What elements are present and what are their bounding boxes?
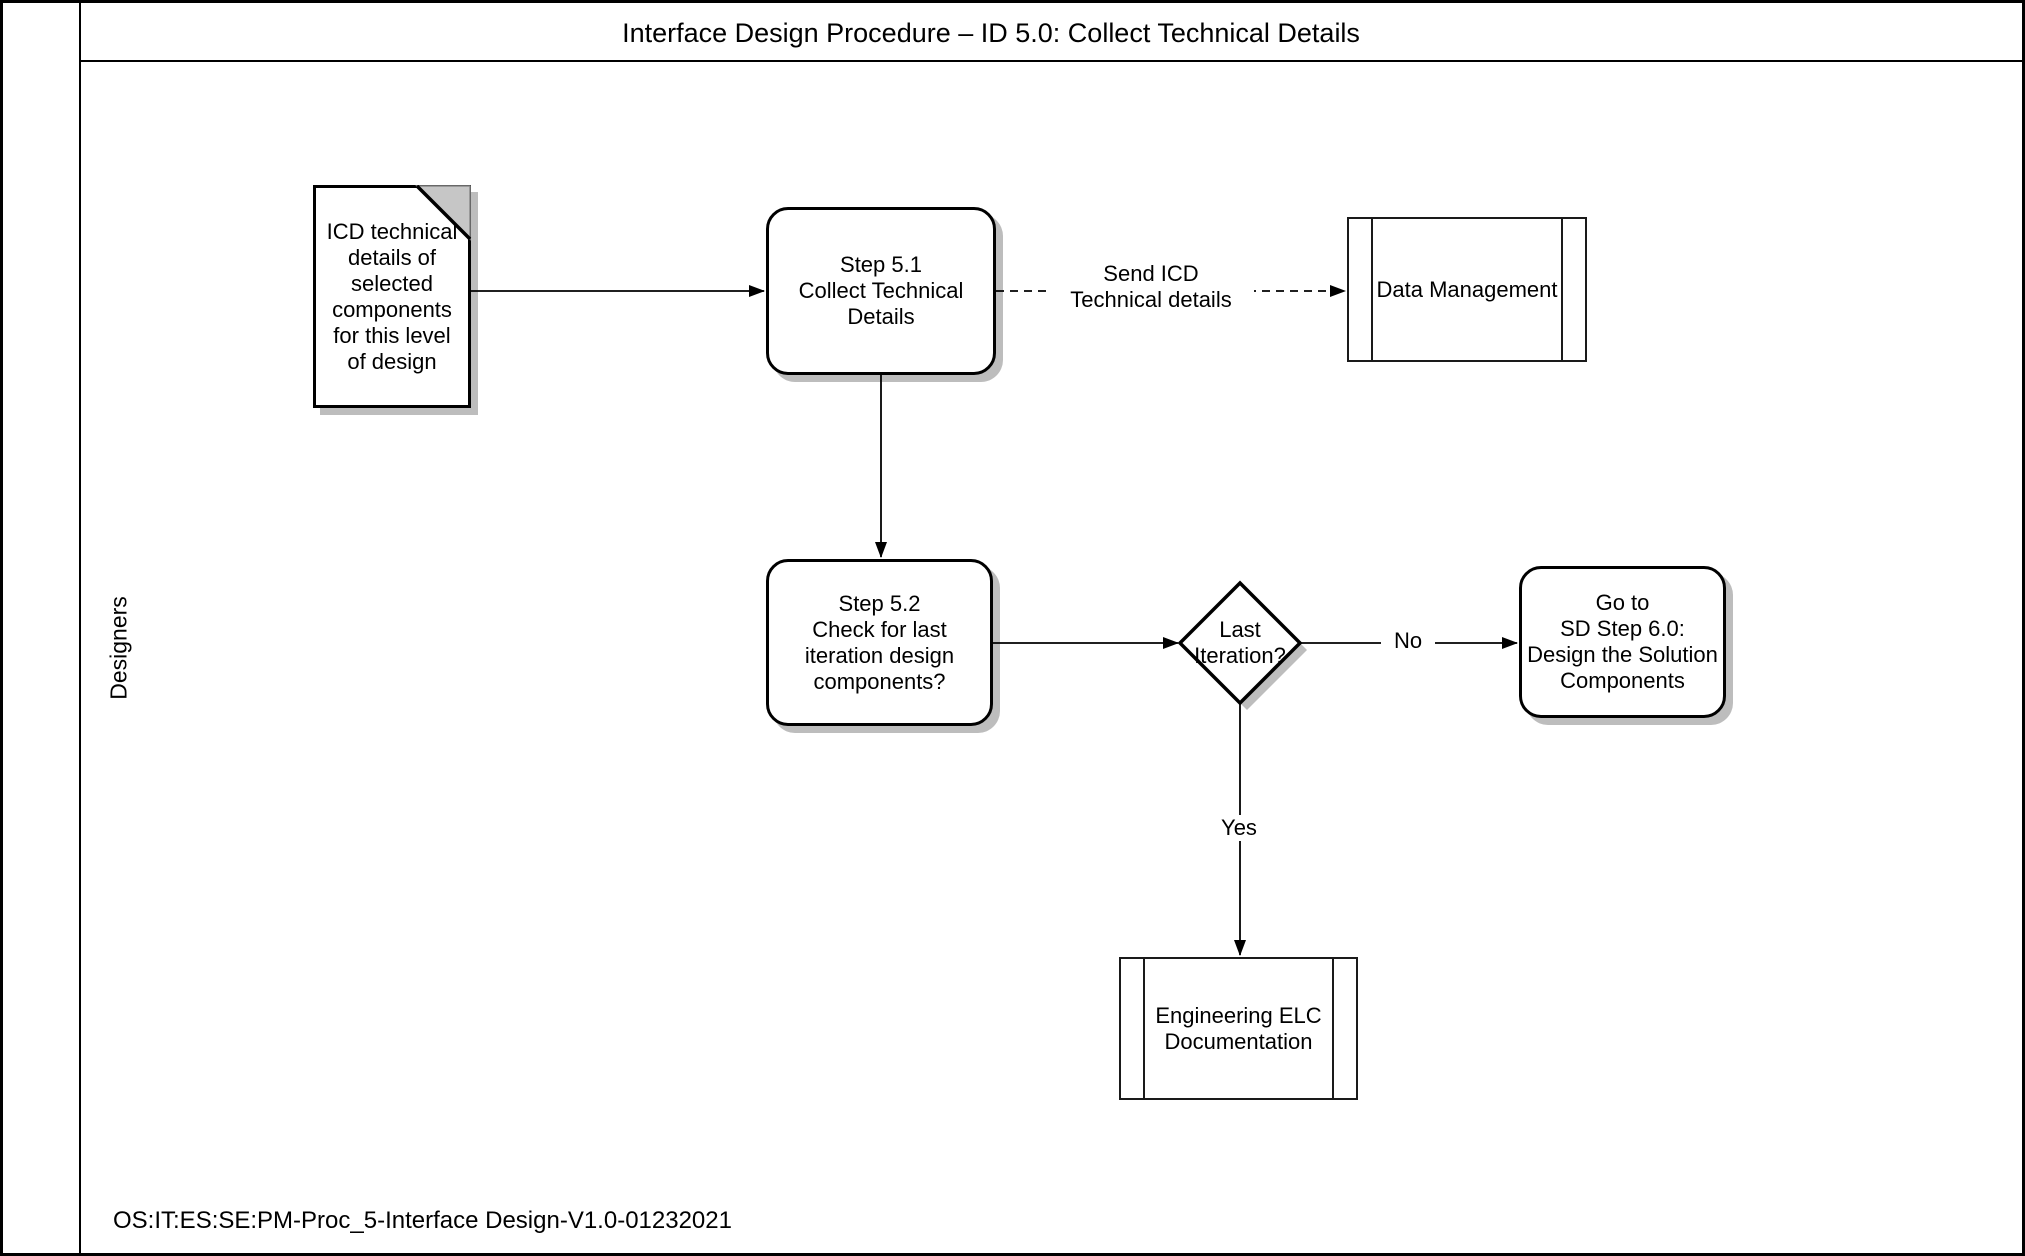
document-text-line: ICD technical: [326, 218, 458, 244]
edge-label-line: Send ICD: [1103, 261, 1199, 286]
process-text-line: Step 5.1: [840, 252, 922, 277]
process-text-line: Design the Solution: [1527, 642, 1718, 667]
edge-label-no: No: [1381, 628, 1435, 654]
predefined-text-line: Documentation: [1164, 1028, 1313, 1054]
process-text-line: Step 5.2: [838, 590, 921, 616]
document-text-line: selected: [351, 270, 433, 296]
process-goto-sd-step-6: Go to SD Step 6.0: Design the Solution C…: [1519, 566, 1726, 718]
process-text-line: Components: [1560, 668, 1685, 693]
predefined-process-data-management: Data Management: [1347, 217, 1587, 362]
process-step-5-2: Step 5.2 Check for last iteration design…: [766, 559, 993, 726]
process-text-line: Details: [847, 304, 915, 329]
edge-label-line: Technical details: [1070, 287, 1232, 312]
process-text-line: SD Step 6.0:: [1560, 616, 1685, 641]
process-text-line: Check for last: [812, 616, 947, 642]
swimlane-label-designers: Designers: [105, 596, 132, 700]
document-text-line: components: [332, 296, 452, 322]
document-text-line: details of: [347, 244, 437, 270]
predefined-process-engineering-elc: Engineering ELC Documentation: [1119, 957, 1358, 1100]
process-text-line: Go to: [1595, 590, 1650, 615]
process-text-line: components?: [813, 668, 946, 694]
document-text-line: for this level: [333, 322, 451, 348]
decision-last-iteration: Last Iteration?: [1165, 593, 1315, 693]
title-band-divider: [79, 60, 2022, 62]
page-title: Interface Design Procedure – ID 5.0: Col…: [622, 18, 1360, 48]
edge-label-yes: Yes: [1206, 815, 1272, 841]
document-icd-technical-details: ICD technical details of selected compon…: [313, 185, 471, 408]
swimlane-divider: [79, 3, 81, 1253]
decision-text-line: Iteration?: [1194, 643, 1286, 668]
predefined-text: Data Management: [1376, 276, 1558, 302]
document-id-footer: OS:IT:ES:SE:PM-Proc_5-Interface Design-V…: [113, 1207, 732, 1234]
document-text-line: of design: [347, 348, 437, 374]
process-text-line: Collect Technical: [798, 278, 964, 303]
process-text-line: iteration design: [804, 642, 955, 668]
predefined-text-line: Engineering ELC: [1155, 1002, 1322, 1028]
edge-label-send-icd: Send ICD Technical details: [1048, 261, 1254, 313]
decision-text-line: Last: [1219, 617, 1261, 642]
process-step-5-1: Step 5.1 Collect Technical Details: [766, 207, 996, 375]
